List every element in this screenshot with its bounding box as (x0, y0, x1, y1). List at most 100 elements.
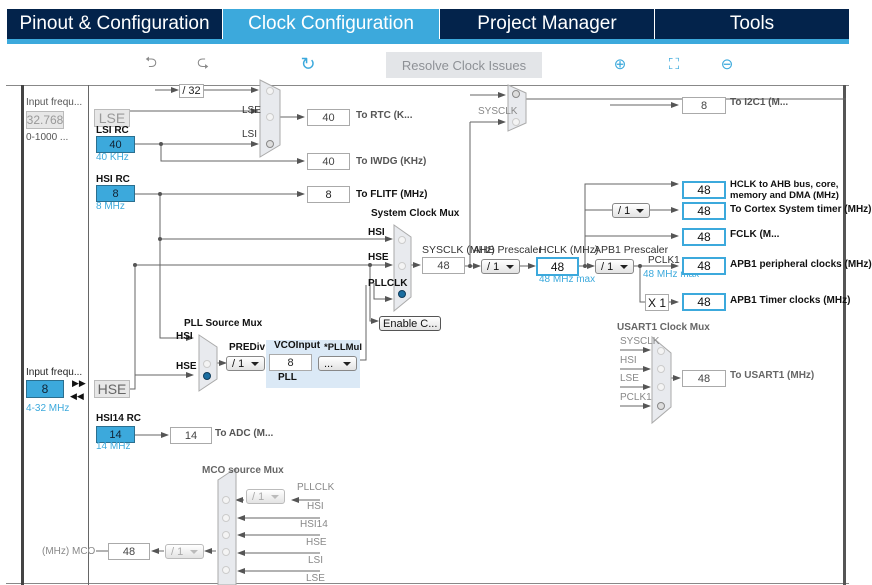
hsi14-rc-freq: 14 MHz (96, 441, 131, 452)
usart-mux-shape (651, 335, 672, 425)
mco-input-lsi: LSI (308, 555, 324, 566)
hsi-rc-label: HSI RC (96, 174, 130, 185)
frame-border (6, 85, 849, 86)
usart-radio-hsi[interactable] (657, 365, 665, 373)
cortex-timer-label: To Cortex System timer (MHz) (730, 204, 872, 215)
pllmul-label: *PLLMul (324, 342, 362, 353)
tab-clock-configuration[interactable]: Clock Configuration (223, 9, 440, 39)
hclk-ahb-label: HCLK to AHB bus, core, (730, 179, 839, 190)
zoom-in-icon[interactable]: ⊕ (613, 56, 627, 73)
rtc-mux-radio-lse[interactable] (266, 113, 274, 121)
mco-output-label: (MHz) MCO (42, 546, 96, 557)
rtc-mux-radio-hse[interactable] (266, 87, 274, 95)
sysmux-radio-hse[interactable] (398, 262, 406, 270)
cortex-timer-divider-select[interactable]: / 1 (612, 203, 650, 218)
usart1-output-value: 48 (682, 370, 726, 387)
undo-icon[interactable]: ⮌ (144, 53, 157, 71)
pllmux-radio-hsi[interactable] (203, 360, 211, 368)
usart-radio-lse[interactable] (657, 383, 665, 391)
flitf-output-value: 8 (307, 186, 350, 203)
hse-input-field[interactable]: 8 (26, 380, 64, 398)
usart1-input-hsi: HSI (620, 355, 637, 366)
apb1-peripheral-label: APB1 peripheral clocks (MHz) (730, 259, 872, 270)
lsi-rc-value: 40 (96, 136, 135, 153)
usart1-input-sysclk: SYSCLK (620, 336, 660, 347)
sysclk-label: SYSCLK (MHz) (422, 244, 495, 256)
mco-radio-lsi[interactable] (222, 566, 230, 574)
vco-input-value: 8 (269, 354, 312, 371)
i2c1-output-value: 8 (682, 97, 726, 114)
cortex-divider-value: / 1 (618, 204, 631, 217)
sysmux-hse-label: HSE (368, 252, 389, 263)
zoom-out-icon[interactable]: ⊖ (720, 56, 734, 73)
hsi-rc-value: 8 (96, 185, 135, 202)
hsi14-rc-value: 14 (96, 426, 135, 443)
clock-tree-canvas: Input frequ... 32.768 0-1000 ... LSE LSI… (0, 79, 872, 585)
flitf-output-label: To FLITF (MHz) (356, 189, 428, 200)
mco-input-pllclk: PLLCLK (297, 482, 335, 493)
lsi-rc-label: LSI RC (96, 125, 129, 136)
usart-radio-pclk1[interactable] (657, 402, 665, 410)
pllmul-select[interactable]: ... (318, 356, 357, 371)
pll-source-mux-title: PLL Source Mux (184, 318, 263, 329)
inner-rail (88, 85, 89, 585)
refresh-icon[interactable]: ↻ (300, 53, 316, 74)
ahb-prescaler-select[interactable]: / 1 (481, 259, 520, 274)
cortex-timer-output: 48 (682, 202, 726, 220)
ahb-prescaler-label: AHB Prescaler (473, 244, 542, 256)
lsi-rc-freq: 40 KHz (96, 152, 129, 163)
usart-radio-sysclk[interactable] (657, 347, 665, 355)
apb1-timer-multiplier: X 1 (645, 294, 669, 311)
prediv-select[interactable]: / 1 (226, 356, 265, 371)
hse-in-arrow-icon: ▶▶ (72, 378, 86, 388)
apb1-prescaler-label: APB1 Prescaler (594, 244, 669, 256)
prediv-label: PREDiv (229, 342, 266, 353)
resolve-clock-issues-button[interactable]: Resolve Clock Issues (386, 52, 542, 78)
apb1-prescaler-value: / 1 (601, 260, 614, 273)
rtc-lse-input-label: LSE (242, 105, 261, 116)
sysmux-radio-hsi[interactable] (398, 236, 406, 244)
lse-input-field[interactable]: 32.768 (26, 111, 64, 129)
tab-pinout-configuration[interactable]: Pinout & Configuration (7, 9, 223, 39)
hsi14-rc-label: HSI14 RC (96, 413, 142, 424)
adc-output-label: To ADC (M... (215, 428, 274, 439)
apb1-timer-output: 48 (682, 293, 726, 311)
hclk-max: 48 MHz max (539, 274, 596, 285)
enable-css-button[interactable]: Enable C... (379, 316, 442, 331)
tab-tools[interactable]: Tools (729, 13, 775, 34)
pllmul-value: ... (324, 357, 334, 370)
sysclk-value: 48 (422, 257, 465, 274)
mco-radio-hse[interactable] (222, 548, 230, 556)
mco-source-mux-title: MCO source Mux (202, 465, 284, 476)
i2c-mux-radio-hsi[interactable] (512, 90, 520, 98)
iwdg-output-value: 40 (307, 153, 350, 170)
scrollbar-track[interactable] (843, 85, 846, 585)
adc-output-value: 14 (170, 427, 212, 444)
left-rail (21, 85, 24, 585)
mco-divider-select[interactable]: / 1 (165, 544, 204, 559)
sysmux-radio-pllclk[interactable] (398, 290, 406, 298)
fit-screen-icon[interactable]: ⛶ (668, 55, 680, 73)
mco-radio-hsi14[interactable] (222, 531, 230, 539)
prediv-value: / 1 (232, 357, 245, 370)
hclk-input[interactable]: 48 (536, 257, 579, 276)
hclk-ahb-output: 48 (682, 181, 726, 199)
mco-radio-pllclk[interactable] (222, 496, 230, 504)
chevron-down-icon (506, 265, 514, 269)
hclk-label: HCLK (MHz) (539, 244, 599, 256)
rtc-mux-radio-lsi[interactable] (266, 140, 274, 148)
i2c-mux-radio-sysclk[interactable] (512, 118, 520, 126)
redo-icon[interactable]: ⮎ (196, 53, 209, 71)
chevron-down-icon (343, 362, 351, 366)
usart1-output-label: To USART1 (MHz) (730, 370, 815, 381)
apb1-prescaler-select[interactable]: / 1 (595, 259, 634, 274)
pllmux-radio-hse[interactable] (203, 372, 211, 380)
tab-project-manager[interactable]: Project Manager (440, 9, 655, 39)
hse-range: 4-32 MHz (26, 403, 70, 414)
usart1-clock-mux-title: USART1 Clock Mux (617, 322, 710, 333)
mco-radio-hsi[interactable] (222, 514, 230, 522)
sysmux-hsi-label: HSI (368, 227, 385, 238)
chevron-down-icon (190, 550, 198, 554)
mco-pllclk-divider-select[interactable]: / 1 (246, 489, 285, 504)
apb1-timer-label: APB1 Timer clocks (MHz) (730, 295, 851, 306)
